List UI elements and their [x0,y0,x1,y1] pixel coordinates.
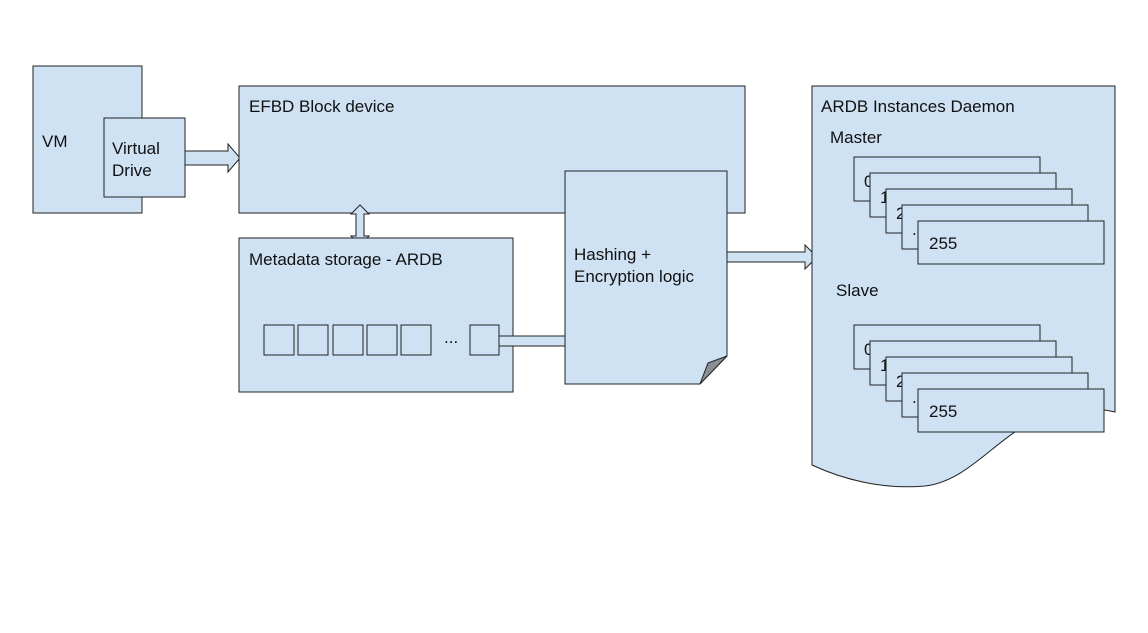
svg-text:1: 1 [880,188,889,207]
master-label: Master [830,128,882,147]
slave-instance-stack: 0 1 2 . 255 [853,324,1105,433]
virtual-drive-label-line1: Virtual [112,139,160,158]
hashing-encryption-logic-box: Hashing + Encryption logic [564,170,728,385]
metadata-slot-5 [400,324,432,356]
master-instance-card-255: 255 [917,220,1105,265]
metadata-slot-last [469,324,500,356]
master-instance-stack: 0 1 2 . 255 [853,156,1105,265]
metadata-slot-4 [366,324,398,356]
metadata-storage-box: Metadata storage - ARDB ... [238,237,514,393]
svg-text:.: . [912,220,917,239]
hashing-label-line2: Encryption logic [574,267,695,286]
metadata-ellipsis: ... [444,328,458,347]
metadata-slot-3 [332,324,364,356]
svg-text:0: 0 [864,340,873,359]
svg-text:255: 255 [929,402,957,421]
svg-text:.: . [912,388,917,407]
efbd-label: EFBD Block device [249,97,395,116]
virtual-drive-label-line2: Drive [112,161,152,180]
slave-label: Slave [836,281,879,300]
svg-text:2: 2 [896,204,905,223]
hashing-label-line1: Hashing + [574,245,651,264]
metadata-slot-2 [297,324,329,356]
vm-label: VM [42,132,68,151]
virtual-drive-box: Virtual Drive [103,117,186,198]
svg-text:255: 255 [929,234,957,253]
svg-text:0: 0 [864,172,873,191]
slave-instance-card-255: 255 [917,388,1105,433]
arrow-drive-to-efbd [184,142,241,174]
page-fold-corner [699,355,728,385]
metadata-label: Metadata storage - ARDB [249,250,443,269]
metadata-slot-1 [263,324,295,356]
svg-text:1: 1 [880,356,889,375]
ardb-label: ARDB Instances Daemon [821,97,1015,116]
arrow-hashing-to-ardb [726,243,818,271]
svg-text:2: 2 [896,372,905,391]
